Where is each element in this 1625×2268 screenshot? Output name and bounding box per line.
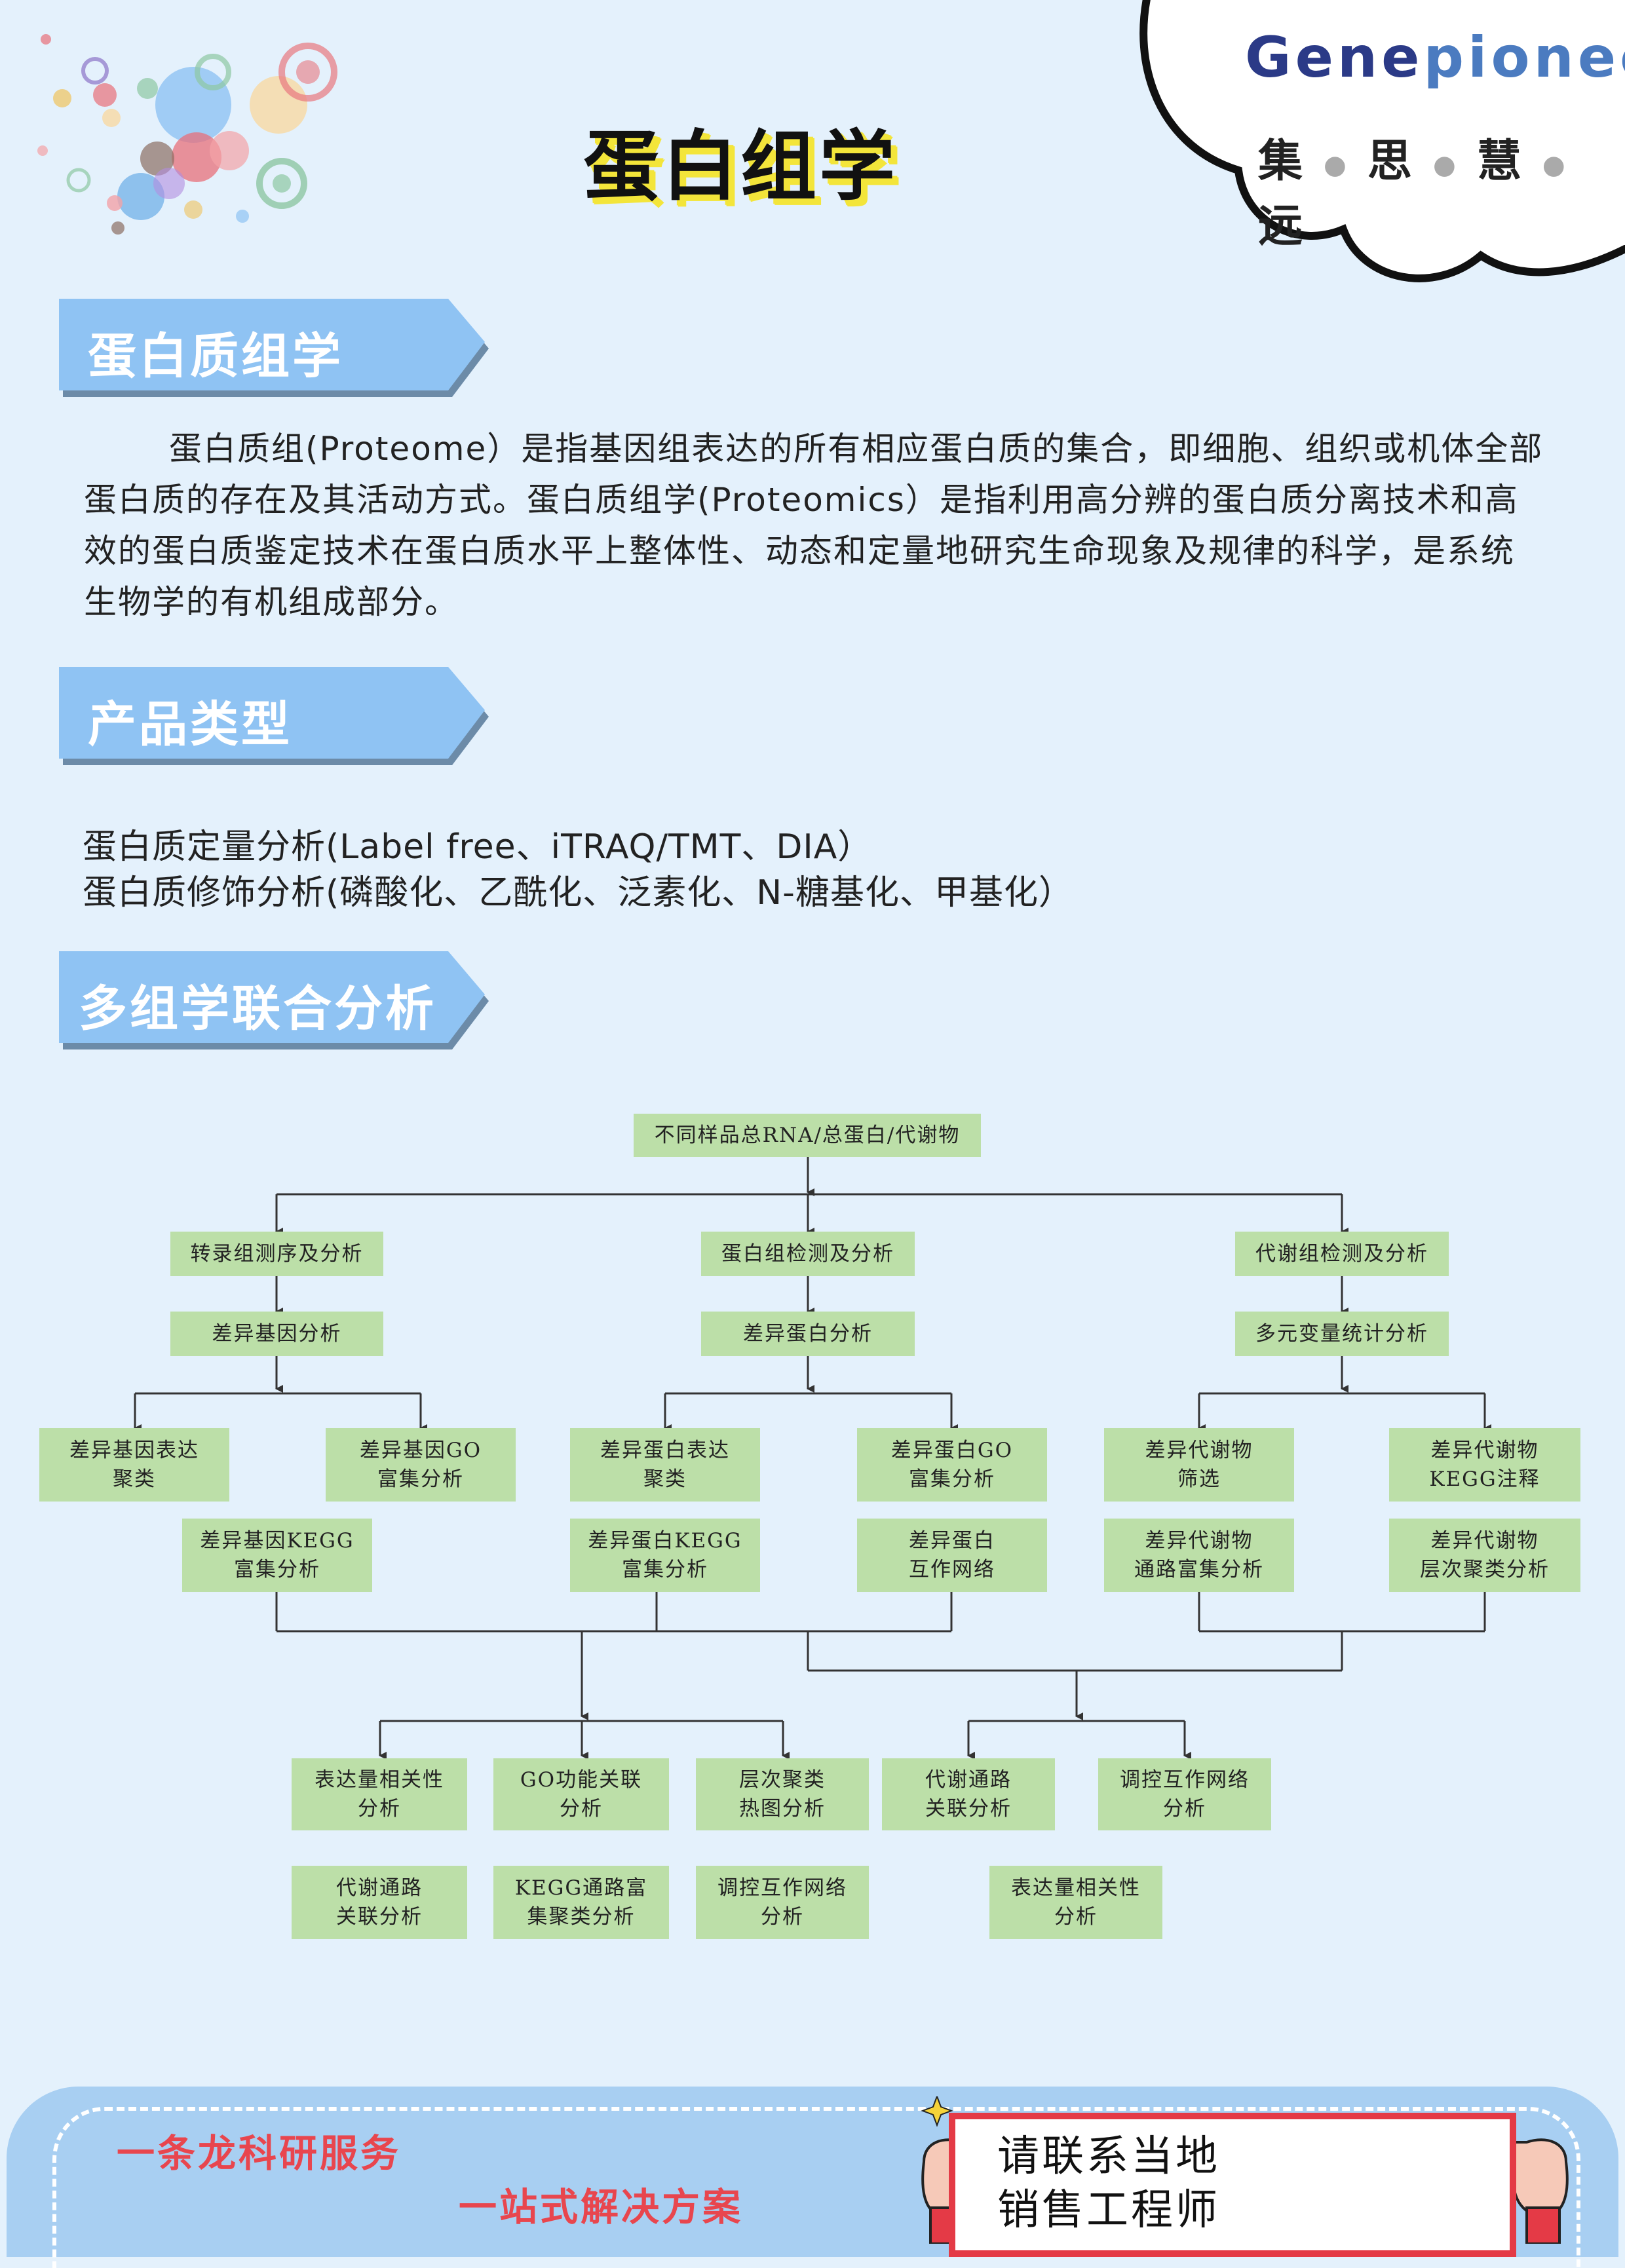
node-protein-kegg: 差异蛋白KEGG 富集分析 — [570, 1519, 760, 1592]
node-proteome: 蛋白组检测及分析 — [701, 1232, 915, 1276]
flowchart-connectors — [134, 1157, 1491, 1760]
multiomics-flowchart: 不同样品总RNA/总蛋白/代谢物 转录组测序及分析 蛋白组检测及分析 代谢组检测… — [0, 1101, 1625, 1965]
tagline-char: 慧 — [1476, 135, 1524, 187]
proteomics-description: 蛋白质组(Proteome）是指基因组表达的所有相应蛋白质的集合，即细胞、组织或… — [84, 423, 1545, 628]
contact-line-1: 请联系当地 — [997, 2132, 1220, 2181]
logo-brand: Genepioneer — [1245, 25, 1625, 90]
node-protein-go: 差异蛋白GO 富集分析 — [857, 1428, 1047, 1502]
node-gene-kegg: 差异基因KEGG 富集分析 — [182, 1519, 372, 1592]
section-heading: 多组学联合分析 — [79, 981, 436, 1037]
description-text: 蛋白质组(Proteome）是指基因组表达的所有相应蛋白质的集合，即细胞、组织或… — [84, 430, 1544, 621]
decorative-bubbles — [37, 34, 337, 235]
node-out-expr-corr-2: 表达量相关性 分析 — [989, 1866, 1162, 1939]
section-heading: 蛋白质组学 — [88, 328, 343, 385]
banner-shape — [59, 951, 489, 1049]
node-out-expr-corr: 表达量相关性 分析 — [292, 1758, 467, 1830]
dot-separator: ● — [1542, 149, 1568, 180]
section-heading: 产品类型 — [88, 696, 292, 753]
node-out-kegg-cluster: KEGG通路富 集聚类分析 — [493, 1866, 669, 1939]
node-gene-go: 差异基因GO 富集分析 — [326, 1428, 516, 1502]
node-root: 不同样品总RNA/总蛋白/代谢物 — [634, 1114, 981, 1157]
node-gene-cluster: 差异基因表达 聚类 — [39, 1428, 229, 1502]
node-multivariate: 多元变量统计分析 — [1235, 1312, 1449, 1356]
node-out-pathway-assoc-2: 代谢通路 关联分析 — [292, 1866, 467, 1939]
logo-cloud — [1139, 0, 1625, 282]
slogan-research-service: 一条龙科研服务 — [117, 2131, 402, 2176]
node-diff-protein: 差异蛋白分析 — [701, 1312, 915, 1356]
tagline-char: 远 — [1258, 200, 1306, 252]
dot-separator: ● — [1324, 149, 1349, 180]
banner-shape — [59, 299, 489, 397]
node-out-heatmap: 层次聚类 热图分析 — [696, 1758, 869, 1830]
page-title: 蛋白组学 — [583, 123, 898, 211]
footer-dashed-border — [52, 2107, 1580, 2268]
logo-brand-dark: Gene — [1245, 25, 1424, 90]
node-diff-gene: 差异基因分析 — [170, 1312, 383, 1356]
node-metab-screen: 差异代谢物 筛选 — [1104, 1428, 1294, 1502]
banner-shape — [59, 667, 489, 765]
node-out-pathway-assoc: 代谢通路 关联分析 — [882, 1758, 1055, 1830]
node-protein-network: 差异蛋白 互作网络 — [857, 1519, 1047, 1592]
node-out-network-2: 调控互作网络 分析 — [696, 1866, 869, 1939]
logo-brand-light: pioneer — [1423, 25, 1625, 90]
node-out-network: 调控互作网络 分析 — [1098, 1758, 1271, 1830]
product-item-modification: 蛋白质修饰分析(磷酸化、乙酰化、泛素化、N-糖基化、甲基化） — [83, 873, 1073, 913]
node-metab-pathway: 差异代谢物 通路富集分析 — [1104, 1519, 1294, 1592]
tagline-char: 思 — [1367, 135, 1415, 187]
slogan-solution: 一站式解决方案 — [459, 2185, 744, 2229]
section-banner-proteomics: 蛋白质组学 — [59, 299, 491, 404]
node-metabolome: 代谢组检测及分析 — [1235, 1232, 1449, 1276]
section-banner-products: 产品类型 — [59, 667, 491, 772]
node-out-go-assoc: GO功能关联 分析 — [493, 1758, 669, 1830]
tagline-char: 集 — [1258, 135, 1306, 187]
node-protein-cluster: 差异蛋白表达 聚类 — [570, 1428, 760, 1502]
node-metab-kegg: 差异代谢物 KEGG注释 — [1389, 1428, 1580, 1502]
section-banner-multiomics: 多组学联合分析 — [59, 951, 491, 1056]
contact-line-2: 销售工程师 — [997, 2186, 1220, 2235]
dot-separator: ● — [1432, 149, 1459, 180]
node-transcriptome: 转录组测序及分析 — [170, 1232, 383, 1276]
product-item-quantitative: 蛋白质定量分析(Label free、iTRAQ/TMT、DIA） — [83, 827, 873, 867]
logo-tagline: 集 ● 思 ● 慧 ● 远 — [1258, 124, 1625, 254]
node-metab-hcluster: 差异代谢物 层次聚类分析 — [1389, 1519, 1580, 1592]
